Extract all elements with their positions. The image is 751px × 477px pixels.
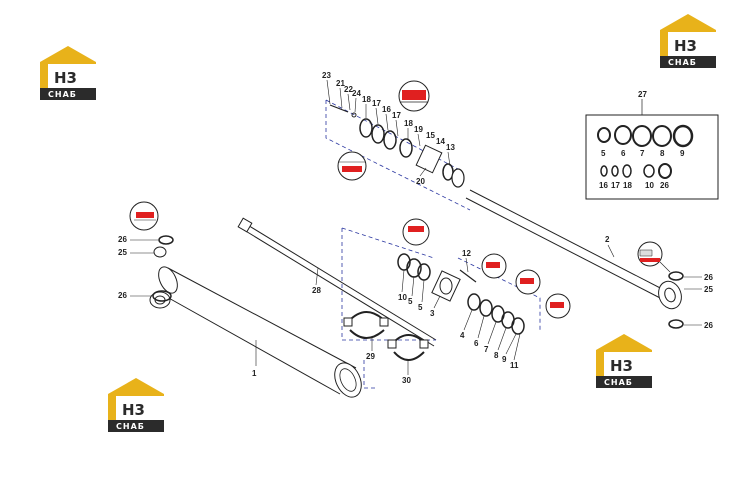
piston-head-assembly bbox=[325, 99, 471, 211]
part-number-label: 24 bbox=[352, 89, 361, 98]
kit-number: 27 bbox=[638, 90, 647, 99]
part-number-label: 29 bbox=[366, 352, 375, 361]
logo-text: H3 bbox=[674, 37, 697, 55]
part-number-label: 6 bbox=[474, 339, 479, 348]
part-number-label: 10 bbox=[645, 181, 654, 190]
ring-icon bbox=[658, 163, 672, 179]
detail-callout-top-left bbox=[337, 151, 367, 181]
part-number-label: 17 bbox=[392, 111, 401, 120]
part-number-label: 3 bbox=[430, 309, 435, 318]
ring-icon bbox=[614, 125, 632, 145]
part-number-label: 18 bbox=[623, 181, 632, 190]
logo-text: H3 bbox=[122, 401, 145, 419]
ring-icon bbox=[672, 124, 694, 148]
ring-icon bbox=[152, 290, 172, 302]
cylinder-barrel-1 bbox=[149, 266, 362, 398]
ring-icon bbox=[668, 271, 684, 281]
part-number-label: 6 bbox=[621, 149, 626, 158]
part-number-label: 20 bbox=[416, 177, 425, 186]
ring-icon bbox=[632, 125, 652, 147]
part-number-label: 12 bbox=[462, 249, 471, 258]
part-number-label: 10 bbox=[398, 293, 407, 302]
detail-callout-mid-4 bbox=[545, 293, 571, 319]
logo-top-right: H3 СНАБ bbox=[660, 14, 716, 68]
part-number-label: 5 bbox=[601, 149, 606, 158]
logo-top-left: H3 СНАБ bbox=[40, 46, 96, 100]
tube-28 bbox=[237, 217, 437, 347]
part-number-label: 16 bbox=[599, 181, 608, 190]
logo-text: H3 bbox=[54, 69, 77, 87]
part-number-label: 26 bbox=[704, 273, 713, 282]
part-number-label: 9 bbox=[502, 355, 507, 364]
part-number-label: 18 bbox=[362, 95, 371, 104]
piston-rod-2 bbox=[465, 189, 682, 310]
part-number-label: 30 bbox=[402, 376, 411, 385]
part-number-label: 28 bbox=[312, 286, 321, 295]
part-number-label: 1 bbox=[252, 369, 257, 378]
part-number-label: 23 bbox=[322, 71, 331, 80]
logo-subtext: СНАБ bbox=[116, 422, 145, 431]
logo-text: H3 bbox=[610, 357, 633, 375]
part-number-label: 8 bbox=[494, 351, 499, 360]
ring-icon bbox=[158, 235, 174, 245]
part-number-label: 17 bbox=[611, 181, 620, 190]
part-number-label: 2 bbox=[605, 235, 610, 244]
ring-icon bbox=[668, 319, 684, 329]
clamp-29 bbox=[343, 311, 389, 339]
part-number-label: 22 bbox=[344, 85, 353, 94]
part-number-label: 17 bbox=[372, 99, 381, 108]
detail-callout-top bbox=[398, 80, 430, 112]
part-number-label: 26 bbox=[118, 291, 127, 300]
ring-icon bbox=[643, 164, 655, 178]
logo-subtext: СНАБ bbox=[48, 90, 77, 99]
part-number-label: 7 bbox=[484, 345, 489, 354]
ring-icon bbox=[597, 127, 611, 143]
ring-icon bbox=[600, 165, 608, 177]
seal-kit-box: 27 5 6 7 8 9 16 17 18 10 26 bbox=[585, 90, 719, 200]
part-number-label: 16 bbox=[382, 105, 391, 114]
part-number-label: 8 bbox=[660, 149, 665, 158]
part-number-label: 19 bbox=[414, 125, 423, 134]
detail-callout-left bbox=[129, 201, 159, 231]
logo-subtext: СНАБ bbox=[668, 58, 697, 67]
part-number-label: 15 bbox=[426, 131, 435, 140]
part-number-label: 26 bbox=[118, 235, 127, 244]
clamp-30 bbox=[387, 334, 429, 361]
part-number-label: 11 bbox=[510, 361, 519, 370]
part-number-label: 5 bbox=[408, 297, 413, 306]
detail-callout-mid-2 bbox=[481, 253, 507, 279]
logo-bottom-left: H3 СНАБ bbox=[108, 378, 164, 432]
logo-subtext: СНАБ bbox=[604, 378, 633, 387]
detail-callout-mid-3 bbox=[515, 269, 541, 295]
detail-callout-right bbox=[637, 241, 671, 273]
ring-icon bbox=[611, 165, 619, 177]
part-number-label: 14 bbox=[436, 137, 445, 146]
part-number-label: 9 bbox=[680, 149, 685, 158]
part-number-label: 7 bbox=[640, 149, 645, 158]
part-number-label: 26 bbox=[660, 181, 669, 190]
part-number-label: 25 bbox=[704, 285, 713, 294]
part-number-label: 5 bbox=[418, 303, 423, 312]
part-number-label: 13 bbox=[446, 143, 455, 152]
part-number-label: 4 bbox=[460, 331, 465, 340]
part-number-label: 25 bbox=[118, 248, 127, 257]
ring-icon bbox=[652, 125, 672, 147]
part-number-label: 18 bbox=[404, 119, 413, 128]
cylinder-head-assembly bbox=[341, 227, 541, 341]
part-number-label: 26 bbox=[704, 321, 713, 330]
detail-callout-mid-1 bbox=[402, 218, 430, 246]
ring-icon bbox=[622, 164, 632, 178]
logo-mid-right: H3 СНАБ bbox=[596, 334, 652, 388]
part-number-label: 21 bbox=[336, 79, 345, 88]
